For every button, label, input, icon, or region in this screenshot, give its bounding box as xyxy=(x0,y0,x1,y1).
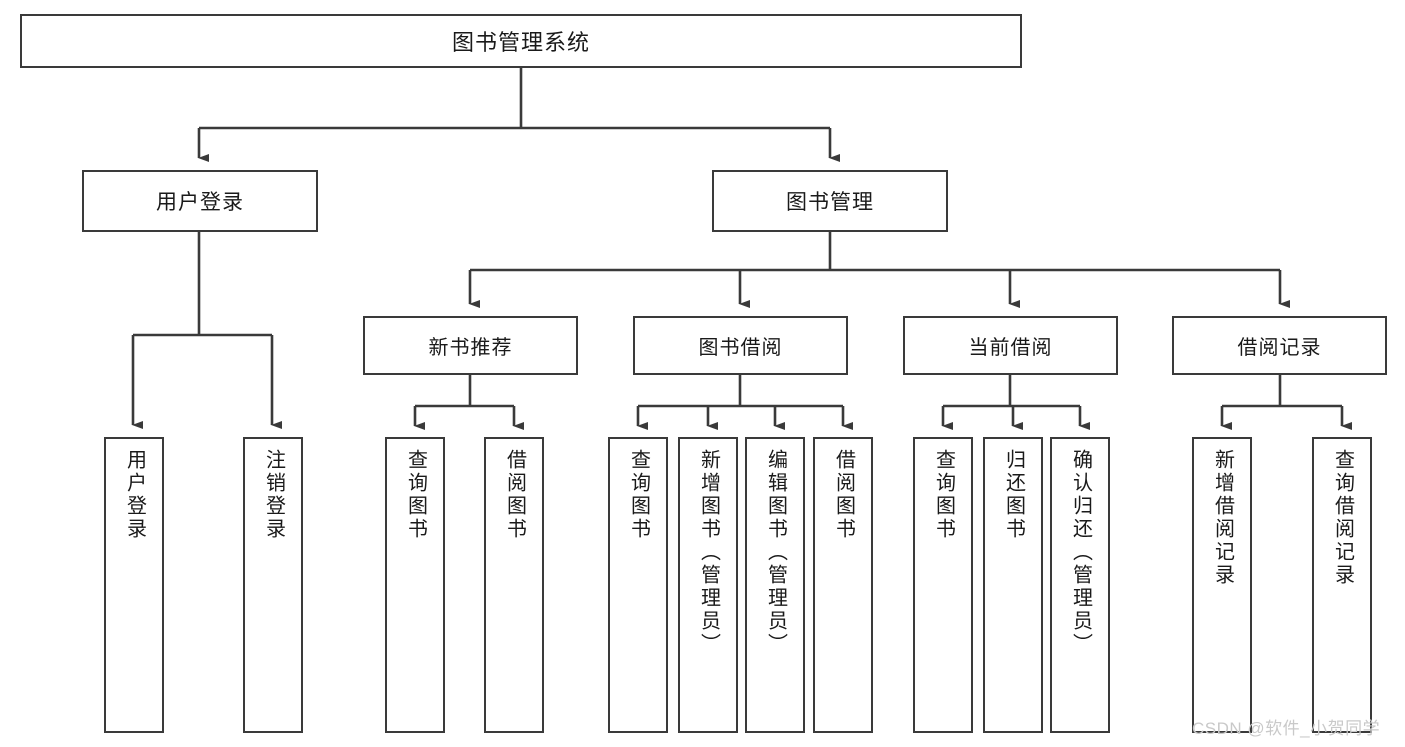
node-user-login[interactable]: 用户登录 xyxy=(82,170,318,232)
leaf-edit-book-admin-label: 编辑图书（管理员） xyxy=(764,449,787,656)
leaf-edit-book-admin[interactable]: 编辑图书（管理员） xyxy=(745,437,805,733)
leaf-query-borrow-record[interactable]: 查询借阅记录 xyxy=(1312,437,1372,733)
leaf-query-borrow-record-label: 查询借阅记录 xyxy=(1331,449,1354,587)
node-root[interactable]: 图书管理系统 xyxy=(20,14,1022,68)
node-book-management-label: 图书管理 xyxy=(786,191,874,214)
node-book-borrow[interactable]: 图书借阅 xyxy=(633,316,848,375)
leaf-confirm-return-admin-label: 确认归还（管理员） xyxy=(1069,449,1092,656)
node-root-label: 图书管理系统 xyxy=(451,30,590,55)
csdn-watermark: CSDN @软件_小贺同学 xyxy=(1192,719,1381,738)
leaf-query-book-borrow[interactable]: 查询图书 xyxy=(608,437,668,733)
leaf-add-borrow-record[interactable]: 新增借阅记录 xyxy=(1192,437,1252,733)
leaf-logout[interactable]: 注销登录 xyxy=(243,437,303,733)
leaf-return-book[interactable]: 归还图书 xyxy=(983,437,1043,733)
node-book-borrow-label: 图书借阅 xyxy=(698,337,783,359)
node-user-login-label: 用户登录 xyxy=(156,191,244,214)
node-borrow-record[interactable]: 借阅记录 xyxy=(1172,316,1387,375)
node-new-book-recommend[interactable]: 新书推荐 xyxy=(363,316,578,375)
leaf-return-book-label: 归还图书 xyxy=(1002,449,1025,541)
leaf-query-book-current-label: 查询图书 xyxy=(932,449,955,541)
leaf-query-book-current[interactable]: 查询图书 xyxy=(913,437,973,733)
leaf-query-book-recommend[interactable]: 查询图书 xyxy=(385,437,445,733)
leaf-borrow-book[interactable]: 借阅图书 xyxy=(813,437,873,733)
node-book-management[interactable]: 图书管理 xyxy=(712,170,948,232)
leaf-confirm-return-admin[interactable]: 确认归还（管理员） xyxy=(1050,437,1110,733)
leaf-logout-label: 注销登录 xyxy=(262,449,285,541)
leaf-add-book-admin-label: 新增图书（管理员） xyxy=(697,449,720,656)
leaf-borrow-book-recommend-label: 借阅图书 xyxy=(503,449,526,541)
leaf-query-book-recommend-label: 查询图书 xyxy=(404,449,427,541)
leaf-user-login-label: 用户登录 xyxy=(123,449,146,541)
leaf-borrow-book-label: 借阅图书 xyxy=(832,449,855,541)
node-new-book-recommend-label: 新书推荐 xyxy=(428,337,513,359)
leaf-user-login[interactable]: 用户登录 xyxy=(104,437,164,733)
node-borrow-record-label: 借阅记录 xyxy=(1237,337,1322,359)
leaf-borrow-book-recommend[interactable]: 借阅图书 xyxy=(484,437,544,733)
node-current-borrow-label: 当前借阅 xyxy=(968,337,1053,359)
leaf-add-borrow-record-label: 新增借阅记录 xyxy=(1211,449,1234,587)
leaf-add-book-admin[interactable]: 新增图书（管理员） xyxy=(678,437,738,733)
node-current-borrow[interactable]: 当前借阅 xyxy=(903,316,1118,375)
leaf-query-book-borrow-label: 查询图书 xyxy=(627,449,650,541)
